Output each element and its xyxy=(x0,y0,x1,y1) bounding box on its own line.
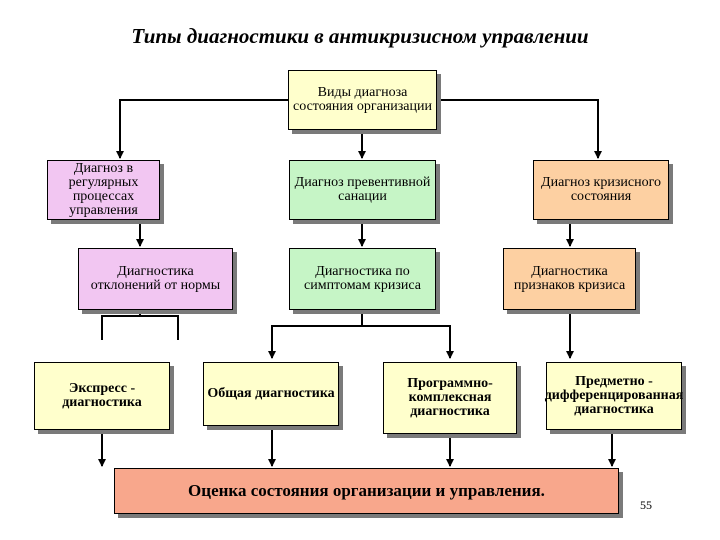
box-deviation-diagnostics: Диагностика отклонений от нормы xyxy=(78,248,233,310)
crisis-diagnosis-label: Диагноз кризисного состояния xyxy=(541,175,661,204)
box-subject-diagnostics: Предметно - дифференцированная диагности… xyxy=(544,362,684,430)
box-symptom-diagnostics: Диагностика по симптомам кризиса xyxy=(289,248,436,310)
box-program-diagnostics: Программно-комплексная диагностика xyxy=(383,362,517,434)
root-diagnosis-types: Виды диагноза состояния организации xyxy=(288,70,437,130)
connector-root-regular xyxy=(116,99,288,159)
connector-symptoms-to-general xyxy=(268,310,363,359)
general-diagnostics-label: Общая диагностика xyxy=(207,386,335,401)
preventive-diagnosis-label: Диагноз превентивной санации xyxy=(294,175,431,204)
subject-diagnostics-label: Предметно - дифференцированная диагности… xyxy=(544,374,684,417)
page-number: 55 xyxy=(640,498,652,512)
connector-symptoms-to-program xyxy=(362,325,454,359)
express-diagnostics-label: Экспресс - диагностика xyxy=(62,381,142,410)
box-crisis-diagnosis: Диагноз кризисного состояния xyxy=(533,160,669,220)
diagram-title: Типы диагностики в антикризисном управле… xyxy=(131,24,589,48)
box-preventive-diagnosis: Диагноз превентивной санации xyxy=(289,160,436,220)
box-general-diagnostics: Общая диагностика xyxy=(203,362,339,426)
sign-diagnostics-label: Диагностика признаков кризиса xyxy=(513,264,626,293)
box-assessment-result: Оценка состояния организации и управлени… xyxy=(114,468,619,514)
program-diagnostics-label: Программно-комплексная диагностика xyxy=(407,376,493,419)
root-label: Виды диагноза состояния организации xyxy=(293,85,432,114)
connector-root-crisis xyxy=(438,99,602,159)
box-regular-diagnosis: Диагноз в регулярных процессах управлени… xyxy=(47,160,160,220)
deviation-diagnostics-label: Диагностика отклонений от нормы xyxy=(90,264,221,293)
symptom-diagnostics-label: Диагностика по симптомам кризиса xyxy=(304,264,421,293)
regular-diagnosis-label: Диагноз в регулярных процессах управлени… xyxy=(68,161,139,218)
connector-bus-left xyxy=(101,315,179,340)
box-sign-diagnostics: Диагностика признаков кризиса xyxy=(503,248,636,310)
assessment-result-label: Оценка состояния организации и управлени… xyxy=(188,481,545,500)
box-express-diagnostics: Экспресс - диагностика xyxy=(34,362,170,430)
